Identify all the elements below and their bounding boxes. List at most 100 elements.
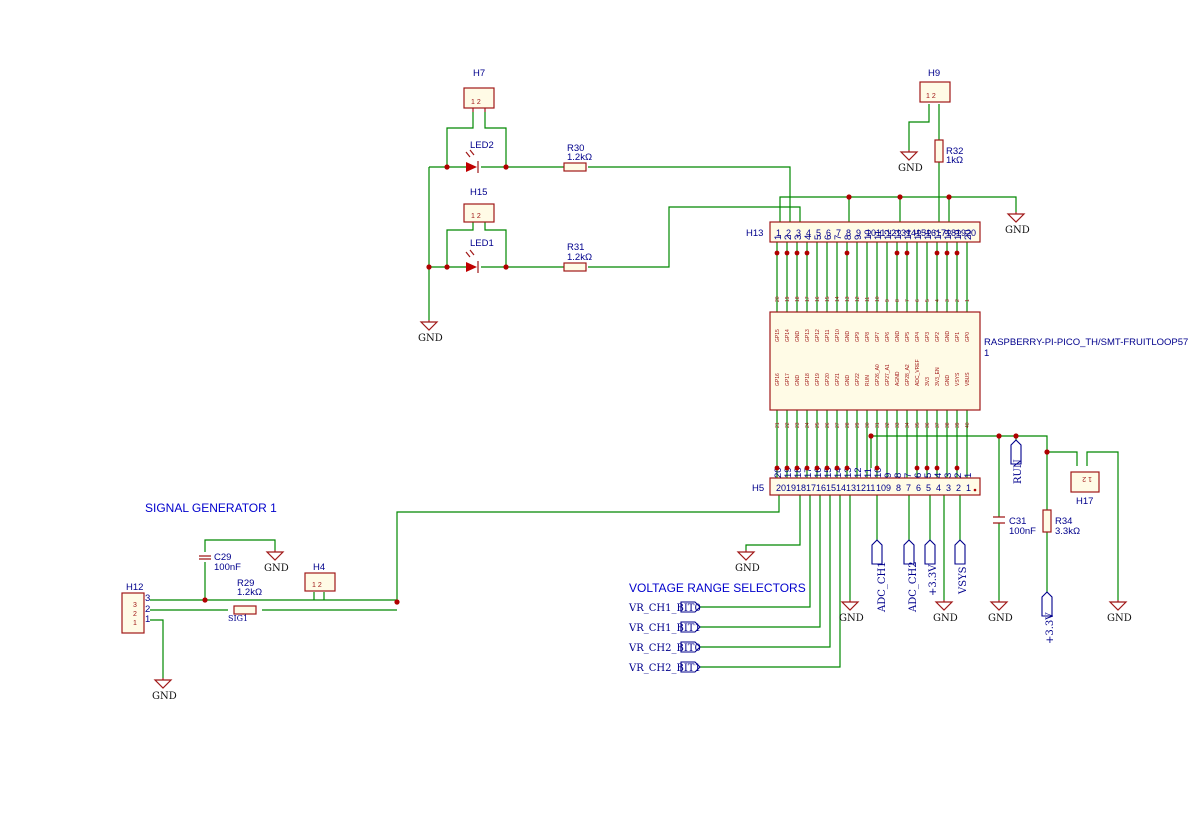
pico-top-pin-number: 10 [875, 296, 881, 302]
pico-top-pin-name: GP1 [955, 332, 961, 342]
header-h5-pin-number: 4 [933, 473, 944, 478]
header-h9-label: H9 [928, 68, 940, 79]
voltage-range-port: VR_CH2_BIT1 [628, 661, 701, 674]
header-h5-pin-label: 6 [916, 483, 921, 493]
header-h5-pin-number: 7 [903, 473, 914, 478]
r34-value: 3.3kΩ [1055, 526, 1080, 537]
pico-bottom-pin-name: GP21 [835, 373, 841, 386]
junction-dot [897, 194, 903, 200]
pico-bottom-pin-number: 40 [965, 422, 971, 428]
pico-bottom-pin-number: 35 [915, 422, 921, 428]
resistor-r34: R34 3.3kΩ [1042, 509, 1080, 537]
pico-bottom-pin-number: 33 [895, 422, 901, 428]
ground-label: GND [735, 563, 760, 574]
signal-generator-title: SIGNAL GENERATOR 1 [145, 501, 277, 515]
header-h13-pin-label: 18 [946, 228, 956, 238]
header-h5-pins: 2020191918181717161615151414131312121111… [773, 465, 974, 493]
header-h5-pin-label: 19 [786, 483, 796, 493]
pico-top-pin-number: 11 [865, 297, 871, 302]
header-h13-pin-number: 20 [963, 229, 974, 240]
junction-dot [503, 264, 509, 270]
ground-label: GND [264, 563, 289, 574]
pin1-marker [973, 488, 977, 492]
h12-inner-2: 2 [133, 611, 137, 618]
header-h5-pin-label: 1 [966, 483, 971, 493]
resistor-r29-body [233, 605, 257, 615]
header-h13-pin-label: 12 [886, 228, 896, 238]
header-h13-pin-number: 13 [893, 229, 904, 240]
r32-value: 1kΩ [946, 155, 963, 166]
header-h15-label: H15 [470, 187, 487, 198]
junction-dot [794, 250, 800, 256]
header-h13-pin-label: 14 [906, 228, 916, 238]
r29-label: R29 [237, 578, 254, 589]
junction-dot [924, 465, 930, 471]
pico-bottom-pin-number: 24 [805, 422, 811, 428]
voltage-range-port: VR_CH1_BIT0 [628, 601, 701, 614]
pico-bottom-pin-name: AGND [895, 371, 901, 386]
pico-top-pin-number: 17 [805, 296, 811, 302]
header-h5-pin-number: 19 [783, 467, 794, 478]
header-h5-pin-label: 11 [866, 483, 875, 493]
capacitor-c29: C29 100nF [199, 552, 241, 573]
header-h13-pin-number: 17 [933, 229, 944, 240]
ground-icon: GND [839, 600, 864, 624]
header-h13-pin-number: 14 [903, 229, 914, 240]
resistor-r31: R31 1.2kΩ [563, 242, 592, 272]
pico-top-pin-number: 13 [845, 296, 851, 302]
pico-bottom-pin-number: 39 [955, 422, 961, 428]
junction-dot [794, 465, 800, 471]
junction-dot [1044, 449, 1050, 455]
junction-dot [934, 465, 940, 471]
header-h5-pin-label: 16 [816, 483, 826, 493]
header-h5-pin-label: 7 [906, 483, 911, 493]
pico-bottom-pins: GP1621GP1722GND23GP1824GP1925GP2026GP212… [775, 359, 971, 428]
resistor-r30: R30 1.2kΩ [563, 143, 592, 172]
junction-dot [934, 250, 940, 256]
junction-dot [834, 465, 840, 471]
ground-icon: GND [264, 550, 289, 574]
pico-top-pin-name: GP2 [935, 332, 941, 342]
junction-dot [914, 465, 920, 471]
header-h13-pin-label: 3 [796, 228, 801, 238]
header-h5-pin-number: 16 [813, 467, 824, 478]
header-h5-pin-number: 12 [853, 467, 864, 478]
header-h5-pin-label: 8 [896, 483, 901, 493]
resistor-r29: R29 1.2kΩ SIG1 [228, 578, 262, 623]
ground-label: GND [1107, 613, 1132, 624]
junction-dot [814, 465, 820, 471]
header-h13-pin-number: 9 [853, 235, 864, 240]
header-h13-pin-label: 4 [806, 228, 811, 238]
led2-label: LED2 [470, 140, 494, 151]
pico-top-pin-name: GP10 [835, 329, 841, 342]
pico-top-pins: GP1520GP1419GND18GP1317GP1216GP1115GP101… [775, 296, 971, 342]
pico-bottom-pin-number: 22 [785, 422, 791, 428]
pico-top-pin-name: GND [845, 331, 851, 343]
header-h5-pin-number: 15 [823, 467, 834, 478]
pico-bottom-pin-name: GP19 [815, 373, 821, 386]
led1-icon [466, 262, 477, 272]
header-h13-pin-label: 1 [776, 228, 781, 238]
port-v33-b: +3.3V [1041, 591, 1056, 644]
header-h13-pin-label: 15 [916, 228, 926, 238]
pico-bottom-pin-number: 29 [855, 422, 861, 428]
pico-top-pin-name: GP0 [965, 332, 971, 342]
header-h5-pin-label: 2 [956, 483, 961, 493]
header-h15-body [463, 203, 495, 223]
pico-bottom-pin-number: 25 [815, 422, 821, 428]
pico-top-pin-number: 16 [815, 296, 821, 302]
pico-bottom-pin-number: 28 [845, 422, 851, 428]
pico-bottom-pin-number: 36 [925, 422, 931, 428]
ground-label: GND [418, 333, 443, 344]
header-h13-pin-number: 19 [953, 229, 964, 240]
pico-top-pin-name: GP3 [925, 332, 931, 342]
pico-top-pin-name: GP6 [885, 332, 891, 342]
pico-top-pin-name: GND [945, 331, 951, 343]
pico-bottom-pin-name: VSYS [955, 372, 961, 386]
pico-bottom-pin-name: VBUS [965, 372, 971, 386]
pico-top-pin-number: 18 [795, 296, 801, 302]
pico-top-pin-name: GP13 [805, 329, 811, 342]
port-run: RUN [1010, 439, 1024, 484]
c29-value: 100nF [214, 562, 241, 573]
ground-icon: GND [1107, 600, 1132, 624]
